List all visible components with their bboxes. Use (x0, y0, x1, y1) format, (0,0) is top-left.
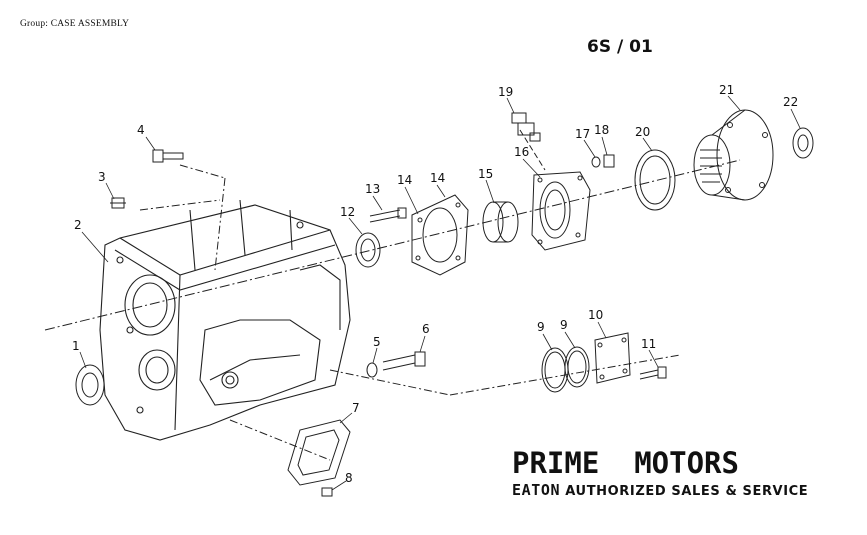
callout-10: 10 (588, 308, 603, 322)
part-21-flange (693, 109, 774, 201)
part-16-housing (531, 171, 591, 251)
callout-20: 20 (635, 125, 650, 139)
part-13-pin (369, 207, 407, 223)
part-17-washer (591, 156, 601, 168)
company-tagline: EATON AUTHORIZED SALES & SERVICE (512, 481, 808, 499)
callout-12: 12 (340, 205, 355, 219)
part-12-nut (355, 232, 381, 268)
part-22-nut (792, 127, 814, 159)
part-6-bolt (382, 351, 426, 371)
callout-8: 8 (345, 471, 353, 485)
callout-numbers: 1 2 3 4 5 6 7 8 9 9 10 11 12 13 14 14 15… (72, 83, 798, 485)
part-4-bolt (152, 149, 184, 163)
callout-9b: 9 (560, 318, 568, 332)
part-15-sleeve (482, 201, 519, 243)
page-code: 6S / 01 (587, 37, 653, 57)
tagline-text: AUTHORIZED SALES & SERVICE (560, 484, 809, 499)
group-label: Group: CASE ASSEMBLY (20, 19, 130, 29)
part-7-cover (287, 419, 351, 486)
callout-21: 21 (719, 83, 734, 97)
callout-14a: 14 (397, 173, 412, 187)
part-11-bolt (639, 366, 667, 380)
tagline-brand: EATON (512, 481, 561, 499)
callout-6: 6 (422, 322, 430, 336)
callout-18: 18 (594, 123, 609, 137)
callout-11: 11 (641, 337, 656, 351)
callout-7: 7 (352, 401, 360, 415)
part-19-sensor (511, 112, 541, 142)
callout-22: 22 (783, 95, 798, 109)
case-housing (99, 199, 351, 441)
part-14-gasket (411, 194, 469, 276)
part-18-nut (603, 154, 615, 168)
callout-3: 3 (98, 170, 106, 184)
part-10-plate (594, 332, 631, 384)
callout-17: 17 (575, 127, 590, 141)
part-1-cover (75, 364, 105, 406)
callout-19: 19 (498, 85, 513, 99)
callout-14b: 14 (430, 171, 445, 185)
callout-1: 1 (72, 339, 80, 353)
callout-13: 13 (365, 182, 380, 196)
part-8-bolt (321, 487, 333, 497)
company-name: PRIME MOTORS (512, 446, 739, 480)
callout-5: 5 (373, 335, 381, 349)
part-9-seal-a (541, 347, 569, 393)
callout-15: 15 (478, 167, 493, 181)
callout-2: 2 (74, 218, 82, 232)
part-9-seal-b (564, 346, 590, 388)
part-20-seal (634, 149, 676, 211)
part-3-plug (110, 197, 126, 209)
callout-4: 4 (137, 123, 145, 137)
part-5-washer (366, 362, 378, 378)
callout-16: 16 (514, 145, 529, 159)
callout-9a: 9 (537, 320, 545, 334)
